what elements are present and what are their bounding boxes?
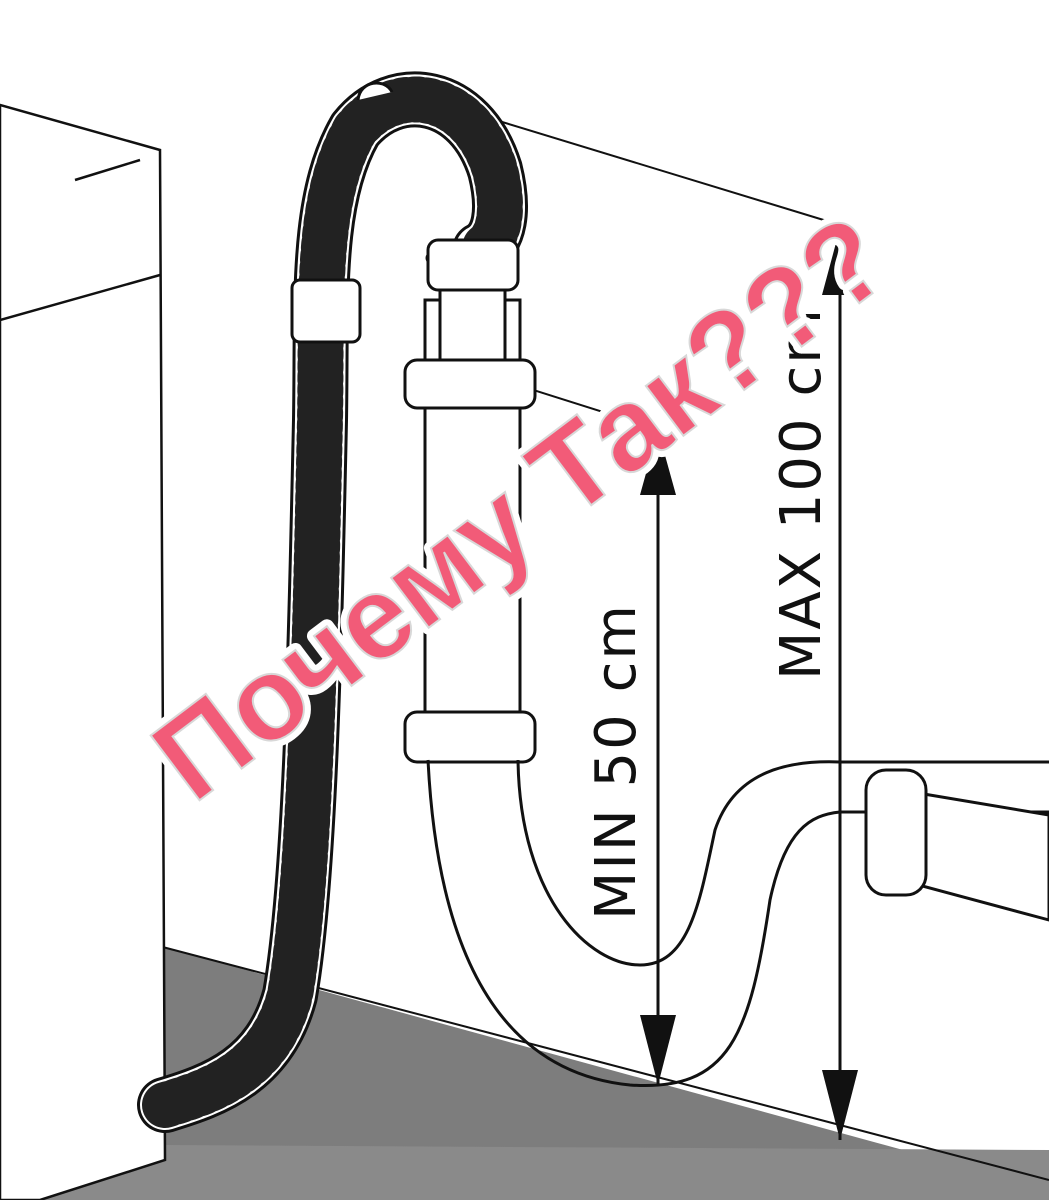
drain-hose	[137, 71, 528, 1133]
hose-hook	[356, 81, 394, 101]
min-dimension-label: MIN 50 cm	[584, 603, 649, 920]
outlet-pipe	[864, 768, 1049, 922]
pipe-collars	[403, 238, 537, 764]
hose-clip	[290, 278, 362, 344]
s-trap	[426, 759, 1049, 1088]
min-dimension	[640, 430, 676, 1085]
floor-edge-left	[40, 1145, 1049, 1200]
washing-machine	[0, 103, 167, 1200]
max-dimension-label: MAX 100 cm	[769, 307, 834, 680]
max-dimension	[822, 225, 858, 1140]
